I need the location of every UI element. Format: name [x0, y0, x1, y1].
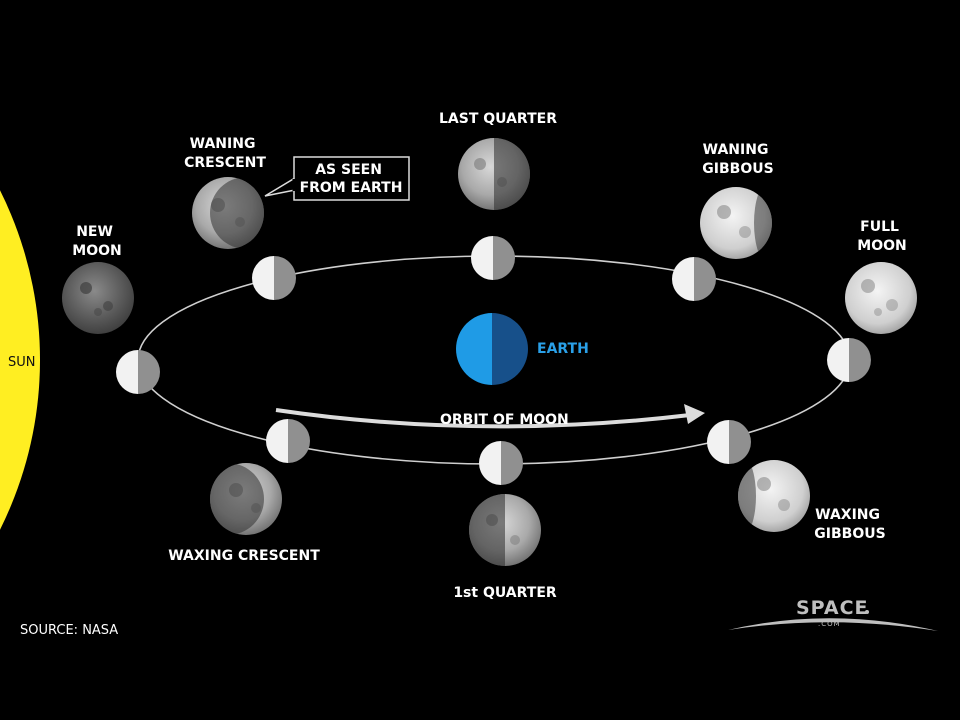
source-label: SOURCE: NASA — [20, 623, 118, 638]
orbit-moon-waxing-gibbous — [707, 420, 751, 464]
earth-label: EARTH — [537, 341, 589, 357]
sun — [0, 190, 40, 530]
orbit-moons — [116, 236, 871, 485]
phase-moon-last-quarter — [458, 138, 530, 210]
svg-text:AS SEEN FROM EARTH: AS SEEN FROM EARTH — [300, 162, 403, 196]
space-com-logo: SPACE .COM — [728, 597, 938, 631]
label-first-quarter: 1st QUARTER — [453, 585, 557, 601]
phase-moon-waxing-crescent — [210, 463, 282, 535]
as-seen-from-earth-callout: AS SEEN FROM EARTH — [264, 156, 410, 201]
phase-moon-waxing-gibbous — [738, 460, 810, 532]
earth — [456, 313, 528, 385]
phase-moon-waning-gibbous — [700, 187, 772, 259]
phase-moon-new — [62, 262, 134, 334]
svg-text:SPACE: SPACE — [796, 597, 869, 619]
label-last-quarter: LAST QUARTER — [439, 111, 557, 127]
orbit-moon-waning-crescent — [252, 256, 296, 300]
phase-moon-full — [845, 262, 917, 334]
orbit-moon-last-quarter — [471, 236, 515, 280]
orbit-moon-full — [827, 338, 871, 382]
orbit-direction-arrow — [275, 404, 705, 429]
orbit-moon-first-quarter — [479, 441, 523, 485]
label-waxing-crescent: WAXING CRESCENT — [168, 548, 320, 564]
orbit-moon-waning-gibbous — [672, 257, 716, 301]
label-full-moon: FULL MOON — [857, 219, 906, 254]
phase-moon-waning-crescent — [192, 177, 264, 249]
label-waning-gibbous: WANING GIBBOUS — [702, 142, 773, 177]
phase-moon-first-quarter — [469, 494, 541, 566]
label-waning-crescent: WANING CRESCENT — [184, 136, 266, 171]
label-waxing-gibbous: WAXING GIBBOUS — [814, 507, 885, 542]
sun-label: SUN — [8, 355, 36, 370]
label-new-moon: NEW MOON — [72, 224, 121, 259]
svg-text:.COM: .COM — [818, 620, 841, 628]
orbit-label: ORBIT OF MOON — [440, 412, 569, 428]
orbit-moon-waxing-crescent — [266, 419, 310, 463]
orbit-moon-new — [116, 350, 160, 394]
